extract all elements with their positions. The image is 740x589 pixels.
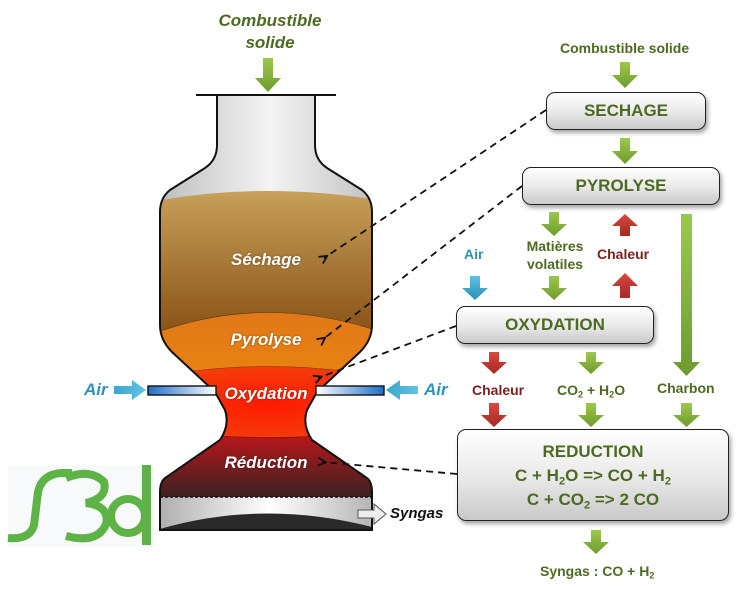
arrow-oxydation-heat: [481, 352, 507, 374]
syngas-outlet-label: Syngas: [390, 505, 444, 522]
connector-reduction: [322, 462, 458, 475]
syngas-outlet-arrow: [357, 502, 387, 526]
volatiles-line1: Matières: [526, 238, 584, 254]
arrow-heat-from-oxydation: [612, 273, 638, 298]
reactor-feed-label: Combustible solide: [205, 10, 335, 54]
feed-arrow-reactor: [255, 58, 281, 92]
arrow-reduction-to-syngas: [583, 530, 609, 554]
flow-co2-h2o-label: CO2 + H2O: [557, 382, 626, 400]
box-reduction-title: REDUCTION: [542, 442, 644, 461]
box-reduction: REDUCTION C + H2O => CO + H2 C + CO2 => …: [457, 429, 729, 521]
reactor-feed-label-line1: Combustible: [218, 11, 322, 30]
box-oxydation-label: OXYDATION: [505, 315, 605, 334]
box-sechage: SECHAGE: [546, 92, 706, 130]
s3d-logo: [7, 465, 154, 547]
air-arrow-right: [386, 380, 418, 400]
ash-pile: [160, 513, 372, 530]
flow-volatiles-label: Matières volatiles: [515, 237, 595, 273]
flow-heat-down-label: Chaleur: [472, 382, 525, 398]
flow-air-label: Air: [464, 246, 484, 262]
arrow-pyrolyse-volatiles: [541, 212, 567, 236]
air-pipe-left: [147, 385, 217, 396]
air-arrow-left: [114, 380, 146, 400]
box-sechage-label: SECHAGE: [583, 101, 669, 120]
flow-heat-up-label: Chaleur: [597, 246, 650, 262]
reactor-feed-label-line2: solide: [245, 33, 295, 52]
connector-oxydation: [318, 325, 457, 378]
arrow-volatiles-oxydation: [541, 276, 567, 300]
arrow-oxydation-co2: [578, 352, 604, 374]
zone-label-pyrolysis: Pyrolyse: [230, 330, 302, 349]
air-pipe-right: [315, 385, 385, 396]
arrow-heat-to-reduction: [481, 403, 507, 427]
connector-pyrolyse: [322, 185, 523, 340]
arrow-input-to-sechage: [612, 62, 638, 88]
drying-zone: [160, 191, 372, 330]
flow-syngas-label: Syngas : CO + H2: [540, 563, 655, 581]
air-right-label: Air: [424, 380, 448, 399]
flow-input-label: Combustible solide: [560, 40, 690, 56]
arrow-heat-to-pyrolyse: [612, 214, 638, 236]
flow-charbon-label: Charbon: [657, 380, 715, 396]
arrow-air-to-oxydation: [462, 276, 488, 300]
zone-label-reduction: Réduction: [224, 453, 308, 472]
air-left-label: Air: [84, 380, 108, 399]
box-pyrolyse: PYROLYSE: [522, 167, 720, 205]
volatiles-line2: volatiles: [526, 256, 584, 272]
arrow-charbon-long: [673, 214, 700, 376]
dashed-connectors: [318, 109, 547, 475]
reaction-water-gas: C + H2O => CO + H2: [515, 466, 671, 488]
zone-label-drying: Séchage: [231, 250, 301, 269]
reaction-boudouard: C + CO2 => 2 CO: [526, 490, 660, 512]
arrow-charbon-to-reduction: [673, 403, 700, 427]
box-oxydation: OXYDATION: [456, 306, 654, 344]
arrow-sechage-to-pyrolyse: [612, 138, 638, 164]
box-pyrolyse-label: PYROLYSE: [575, 176, 667, 195]
connector-sechage: [324, 109, 547, 258]
zone-label-oxidation: Oxydation: [224, 384, 308, 403]
arrow-co2-to-reduction: [578, 403, 604, 427]
